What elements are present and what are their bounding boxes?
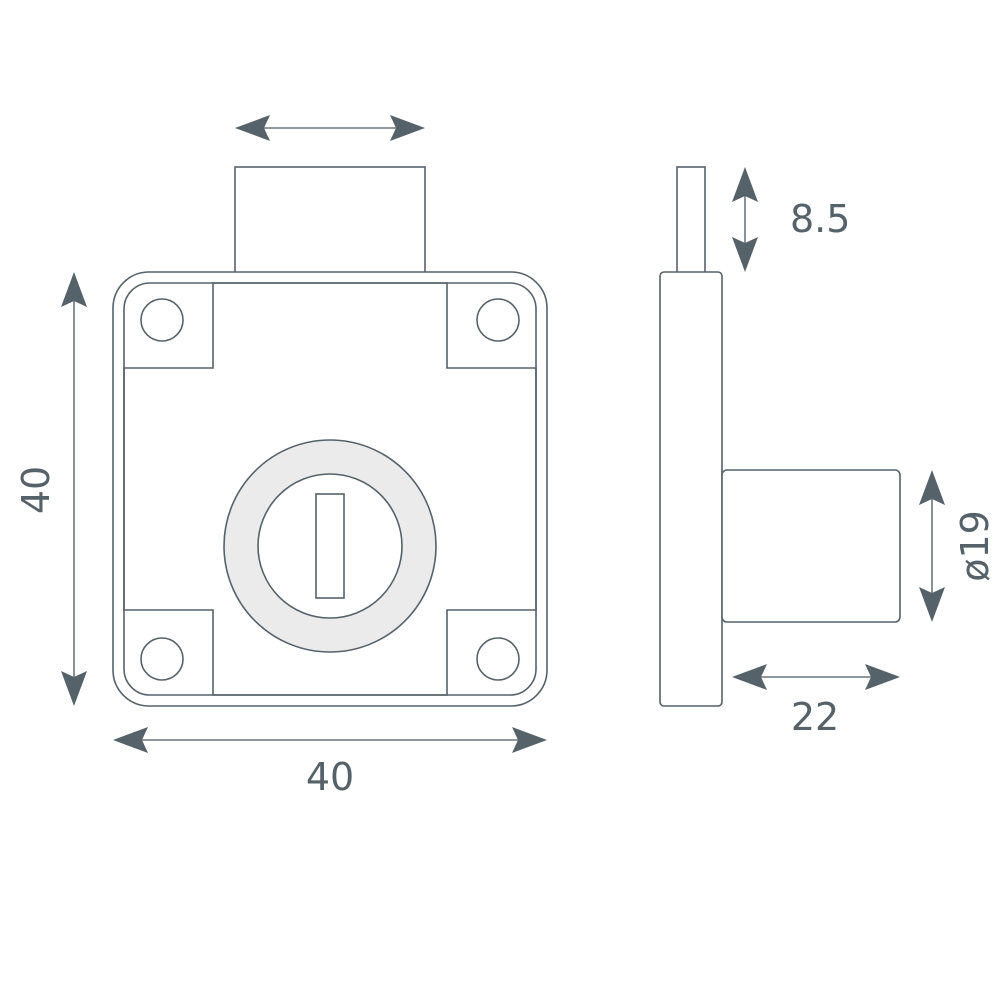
dim-cylinder-length — [732, 664, 900, 690]
dim-cylinder-diameter — [919, 470, 945, 622]
dim-bolt-thickness — [732, 167, 758, 272]
screw-hole-top-left — [140, 298, 184, 342]
label-cylinder-diameter: ø19 — [953, 510, 997, 582]
label-bolt-thickness: 8.5 — [790, 197, 850, 241]
dim-bolt-width — [235, 115, 425, 141]
dim-body-width — [113, 727, 547, 753]
label-body-width: 40 — [306, 755, 354, 799]
label-cylinder-length: 22 — [791, 695, 839, 739]
dim-body-height — [61, 272, 87, 706]
label-body-height: 40 — [14, 466, 58, 514]
keyway-slot — [315, 493, 345, 599]
front-view — [112, 166, 548, 707]
screw-hole-top-right — [476, 298, 520, 342]
side-body — [659, 271, 723, 707]
screw-hole-bottom-right — [476, 637, 520, 681]
screw-hole-bottom-left — [140, 637, 184, 681]
bolt — [234, 166, 426, 274]
side-cylinder — [721, 469, 901, 623]
face-plate — [123, 282, 537, 696]
side-view — [659, 166, 901, 707]
side-bolt — [676, 166, 706, 274]
